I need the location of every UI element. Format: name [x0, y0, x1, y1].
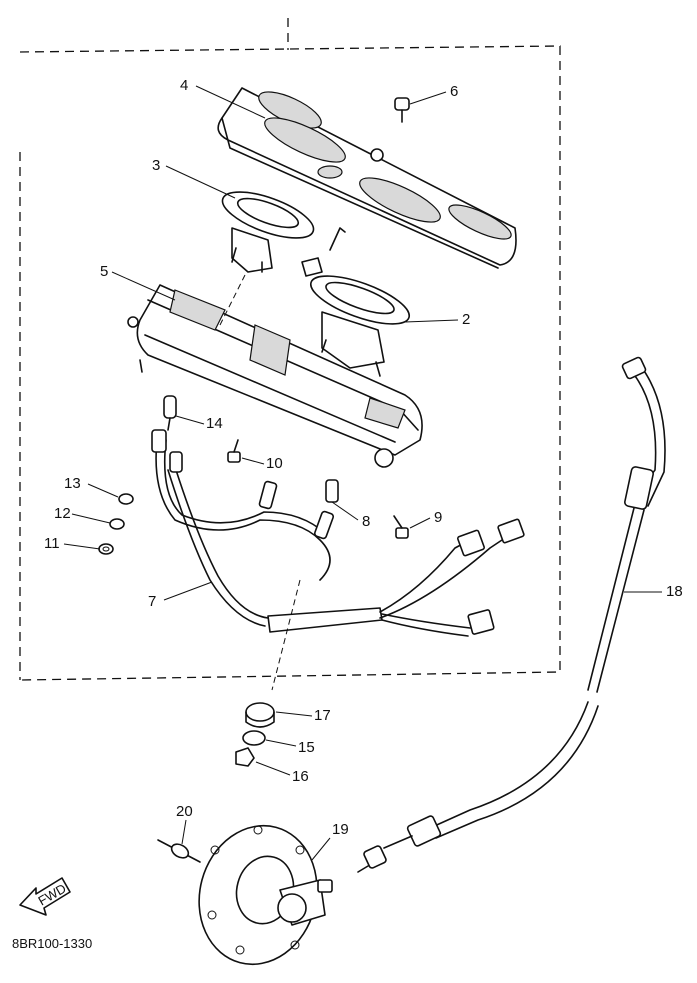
washer-15 [242, 730, 266, 746]
label-11: 11 [44, 535, 60, 552]
gauge-3 [221, 191, 315, 273]
meter-case [127, 284, 423, 468]
label-9: 9 [434, 509, 442, 526]
washer-12 [109, 518, 125, 530]
label-20: 20 [176, 803, 193, 820]
leader-lines [63, 85, 662, 861]
pin-20 [157, 839, 201, 863]
grommet-17 [245, 702, 275, 728]
label-12: 12 [54, 505, 71, 522]
gauge-2 [301, 227, 411, 377]
nut-16 [235, 747, 255, 767]
bulb-socket-14 [163, 395, 177, 431]
assembly-boundary [19, 18, 561, 681]
label-5: 5 [100, 263, 108, 280]
label-2: 2 [462, 311, 470, 328]
label-17: 17 [314, 707, 331, 724]
screw-6 [394, 97, 410, 123]
speedometer-cable-18 [357, 356, 666, 873]
label-13: 13 [64, 475, 81, 492]
label-19: 19 [332, 821, 349, 838]
forward-direction-arrow: FWD [19, 877, 71, 916]
label-3: 3 [152, 157, 160, 174]
label-8: 8 [362, 513, 370, 530]
label-18: 18 [666, 583, 683, 600]
label-7: 7 [148, 593, 156, 610]
label-14: 14 [206, 415, 223, 432]
label-6: 6 [450, 83, 458, 100]
speedometer-gear-unit-19 [198, 824, 333, 966]
drawing-code: 8BR100-1330 [12, 936, 92, 951]
screw-10 [227, 439, 241, 463]
washer-13 [118, 493, 134, 505]
meter-cover [217, 87, 517, 269]
wire-harness-7 [151, 429, 525, 637]
label-4: 4 [180, 77, 188, 94]
nut-11 [98, 543, 114, 555]
callout-labels: 4 6 3 5 2 14 10 13 12 11 9 8 7 18 17 15 … [44, 77, 683, 838]
screw-9 [393, 515, 409, 539]
label-10: 10 [266, 455, 283, 472]
label-15: 15 [298, 739, 315, 756]
label-16: 16 [292, 768, 309, 785]
